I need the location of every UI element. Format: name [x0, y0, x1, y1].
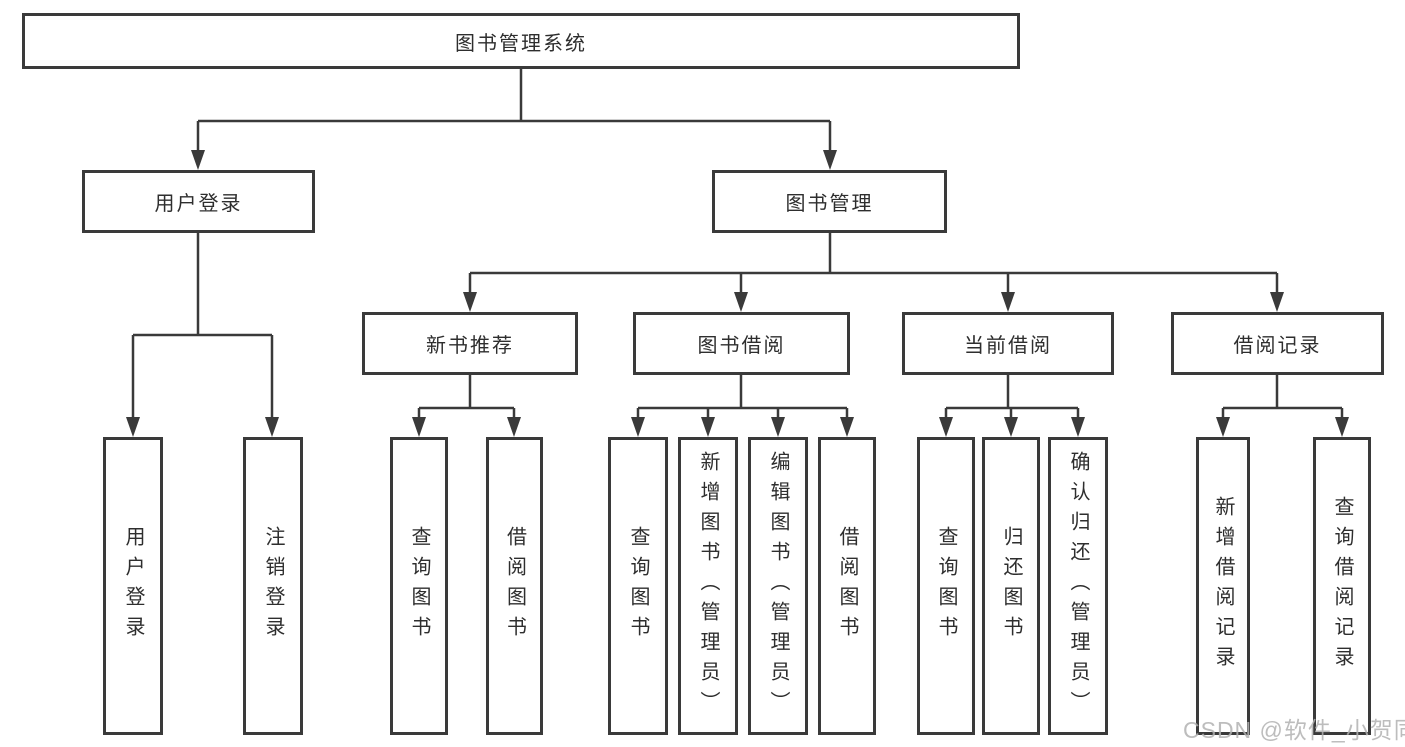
- node-library-system: 图书管理系统: [22, 13, 1020, 69]
- node-label: 查询图书: [408, 526, 430, 646]
- node-label: 新书推荐: [426, 335, 514, 357]
- node-label: 新增图书（管理员）: [697, 451, 719, 721]
- node-label: 确认归还（管理员）: [1067, 451, 1089, 721]
- node-label: 归还图书: [1000, 526, 1022, 646]
- node-label: 借阅图书: [503, 526, 526, 646]
- node-label: 查询图书: [627, 526, 649, 646]
- node-book-borrow: 图书借阅: [633, 312, 850, 375]
- leaf-query-book-borrow: 查询图书: [608, 437, 668, 735]
- node-book-management: 图书管理: [712, 170, 947, 233]
- arrowhead: [734, 292, 748, 312]
- arrowhead: [507, 417, 521, 437]
- arrowhead: [1216, 417, 1230, 437]
- arrowhead: [1001, 292, 1015, 312]
- node-borrow-records: 借阅记录: [1171, 312, 1384, 375]
- arrowhead: [939, 417, 953, 437]
- leaf-borrow-book-recommend: 借阅图书: [486, 437, 543, 735]
- node-label: 注销登录: [262, 526, 284, 646]
- arrowhead: [1004, 417, 1018, 437]
- node-label: 新增借阅记录: [1212, 496, 1234, 676]
- leaf-edit-book-admin: 编辑图书（管理员）: [748, 437, 808, 735]
- node-label: 查询借阅记录: [1331, 496, 1353, 676]
- connector-new-book-rec-branch: [412, 375, 521, 437]
- arrowhead: [1335, 417, 1349, 437]
- arrowhead: [701, 417, 715, 437]
- connector-borrow-records-branch: [1216, 375, 1349, 437]
- connector-current-borrow-branch: [939, 375, 1085, 437]
- connector-user-login-branch: [126, 233, 279, 437]
- leaf-return-book: 归还图书: [982, 437, 1040, 735]
- node-label: 查询图书: [935, 526, 957, 646]
- arrowhead: [1071, 417, 1085, 437]
- csdn-watermark: CSDN @软件_小贺同学: [1183, 717, 1405, 743]
- node-label: 用户登录: [122, 526, 144, 646]
- arrowhead: [463, 292, 477, 312]
- connector-book-borrow-branch: [631, 375, 854, 437]
- node-label: 图书借阅: [697, 335, 786, 357]
- leaf-add-book-admin: 新增图书（管理员）: [678, 437, 738, 735]
- node-label: 编辑图书（管理员）: [767, 451, 789, 721]
- arrowhead: [265, 417, 279, 437]
- node-new-book-recommend: 新书推荐: [362, 312, 578, 375]
- node-label: 借阅图书: [836, 526, 858, 646]
- node-label: 借阅记录: [1233, 335, 1322, 357]
- arrowhead: [771, 417, 785, 437]
- node-label: 当前借阅: [964, 335, 1052, 357]
- arrowhead: [631, 417, 645, 437]
- connector-book-mgmt-branch: [463, 233, 1284, 312]
- node-user-login: 用户登录: [82, 170, 315, 233]
- leaf-query-book-recommend: 查询图书: [390, 437, 448, 735]
- arrowhead: [823, 150, 837, 170]
- leaf-borrow-book: 借阅图书: [818, 437, 876, 735]
- arrowhead: [840, 417, 854, 437]
- node-label: 图书管理系统: [455, 32, 587, 55]
- node-current-borrow: 当前借阅: [902, 312, 1114, 375]
- node-label: 图书管理: [785, 193, 874, 215]
- leaf-query-borrow-record: 查询借阅记录: [1313, 437, 1371, 735]
- leaf-logout: 注销登录: [243, 437, 303, 735]
- arrowhead: [1270, 292, 1284, 312]
- node-label: 用户登录: [154, 193, 243, 215]
- leaf-user-login: 用户登录: [103, 437, 163, 735]
- arrowhead: [191, 150, 205, 170]
- connector-root-to-level2: [191, 69, 837, 170]
- leaf-add-borrow-record: 新增借阅记录: [1196, 437, 1250, 735]
- leaf-query-book-current: 查询图书: [917, 437, 975, 735]
- arrowhead: [126, 417, 140, 437]
- arrowhead: [412, 417, 426, 437]
- leaf-confirm-return-admin: 确认归还（管理员）: [1048, 437, 1108, 735]
